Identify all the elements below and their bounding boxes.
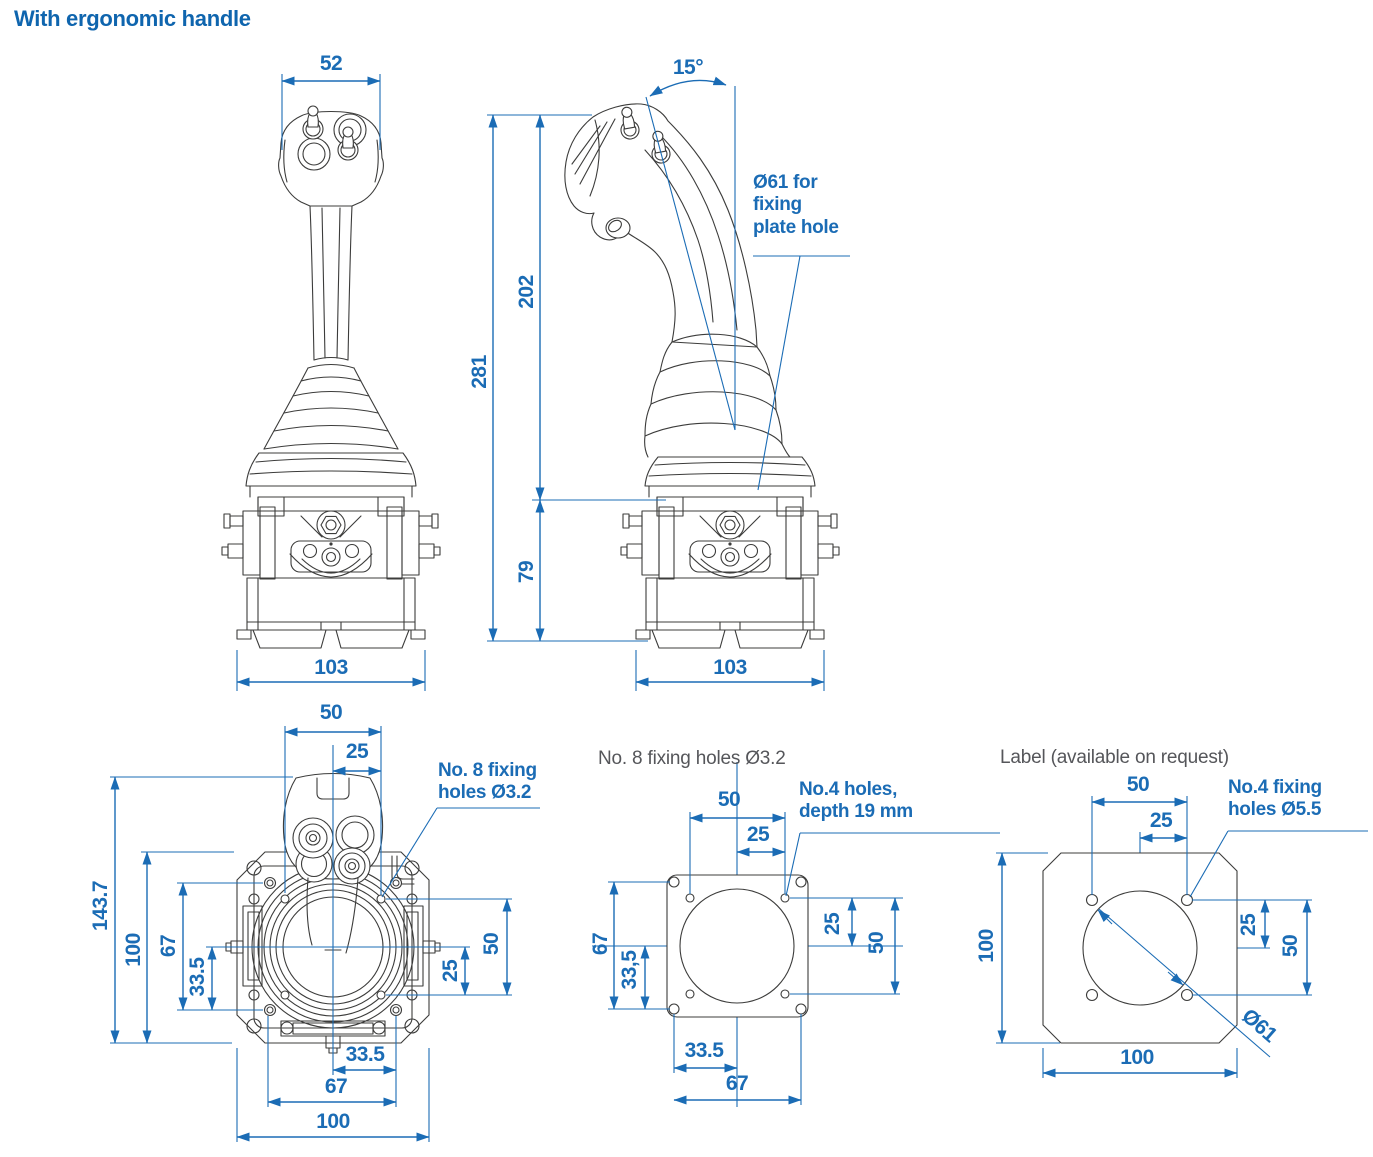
- label-plate-title: Label (available on request): [1000, 747, 1229, 768]
- dim-top-overall-height: 143.7: [89, 880, 112, 932]
- page-title: With ergonomic handle: [14, 6, 251, 31]
- note-label-fixing-holes: No.4 fixing holes Ø5.5: [1228, 777, 1322, 821]
- dim-top-hole-half-bottom: 33.5: [345, 1043, 385, 1066]
- dim-plate-hole-half-left: 33,5: [618, 950, 641, 990]
- dim-front-base-height: 79: [515, 560, 538, 584]
- front-view-dimensions: [236, 74, 426, 691]
- dim-plate-hole-span-right: 50: [865, 931, 888, 955]
- dim-front-base-width: 103: [314, 656, 348, 679]
- fixing-plate-title: No. 8 fixing holes Ø3.2: [598, 748, 786, 769]
- dim-side-tilt-angle: 15°: [672, 56, 704, 79]
- dim-top-hole-span-bottom: 67: [324, 1075, 348, 1098]
- fixing-plate-drawing: [592, 762, 903, 1107]
- label-plate-drawing: [1042, 832, 1270, 1044]
- side-view-dimensions: [487, 76, 850, 691]
- dim-top-hole-half-right: 25: [439, 959, 462, 983]
- dim-top-hole-span-top: 50: [319, 701, 343, 724]
- note-fixing-plate-hole: Ø61 for fixing plate hole: [753, 172, 839, 238]
- side-view-drawing: [564, 103, 840, 649]
- dim-plate-hole-half-top: 25: [746, 823, 770, 846]
- dim-front-head-width: 52: [319, 52, 343, 75]
- note-top-fixing-holes: No. 8 fixing holes Ø3.2: [438, 760, 537, 804]
- dim-label-hole-half-right: 25: [1237, 913, 1260, 937]
- front-view-drawing: [221, 105, 441, 649]
- dim-side-base-width: 103: [713, 656, 747, 679]
- dim-top-base-size-bottom: 100: [316, 1110, 350, 1133]
- dim-label-size-left: 100: [975, 929, 998, 963]
- dim-label-hole-span-right: 50: [1279, 934, 1302, 958]
- dim-top-hole-half-left: 33.5: [186, 957, 209, 997]
- dim-top-hole-span-left: 67: [157, 934, 180, 958]
- label-plate-dimensions: [996, 796, 1368, 1078]
- dim-label-hole-span-top: 50: [1126, 773, 1150, 796]
- dim-top-base-size-left: 100: [122, 933, 145, 967]
- dim-front-upper-height: 202: [515, 275, 538, 309]
- dim-label-size-bottom: 100: [1120, 1046, 1154, 1069]
- note-plate-holes-depth: No.4 holes, depth 19 mm: [799, 779, 913, 823]
- dim-plate-hole-span-bottom: 67: [725, 1072, 749, 1095]
- dim-top-hole-span-right: 50: [480, 932, 503, 956]
- dim-front-total-height: 281: [468, 355, 491, 389]
- dim-top-hole-half-top: 25: [345, 740, 369, 763]
- dim-label-hole-half-top: 25: [1149, 809, 1173, 832]
- dim-plate-hole-span-left: 67: [589, 932, 612, 956]
- dim-plate-hole-span-top: 50: [717, 788, 741, 811]
- dim-plate-hole-half-bottom: 33.5: [684, 1039, 724, 1062]
- top-view-dimensions: [110, 726, 540, 1142]
- dim-plate-hole-half-right: 25: [821, 912, 844, 936]
- fixing-plate-dimensions: [608, 812, 1000, 1105]
